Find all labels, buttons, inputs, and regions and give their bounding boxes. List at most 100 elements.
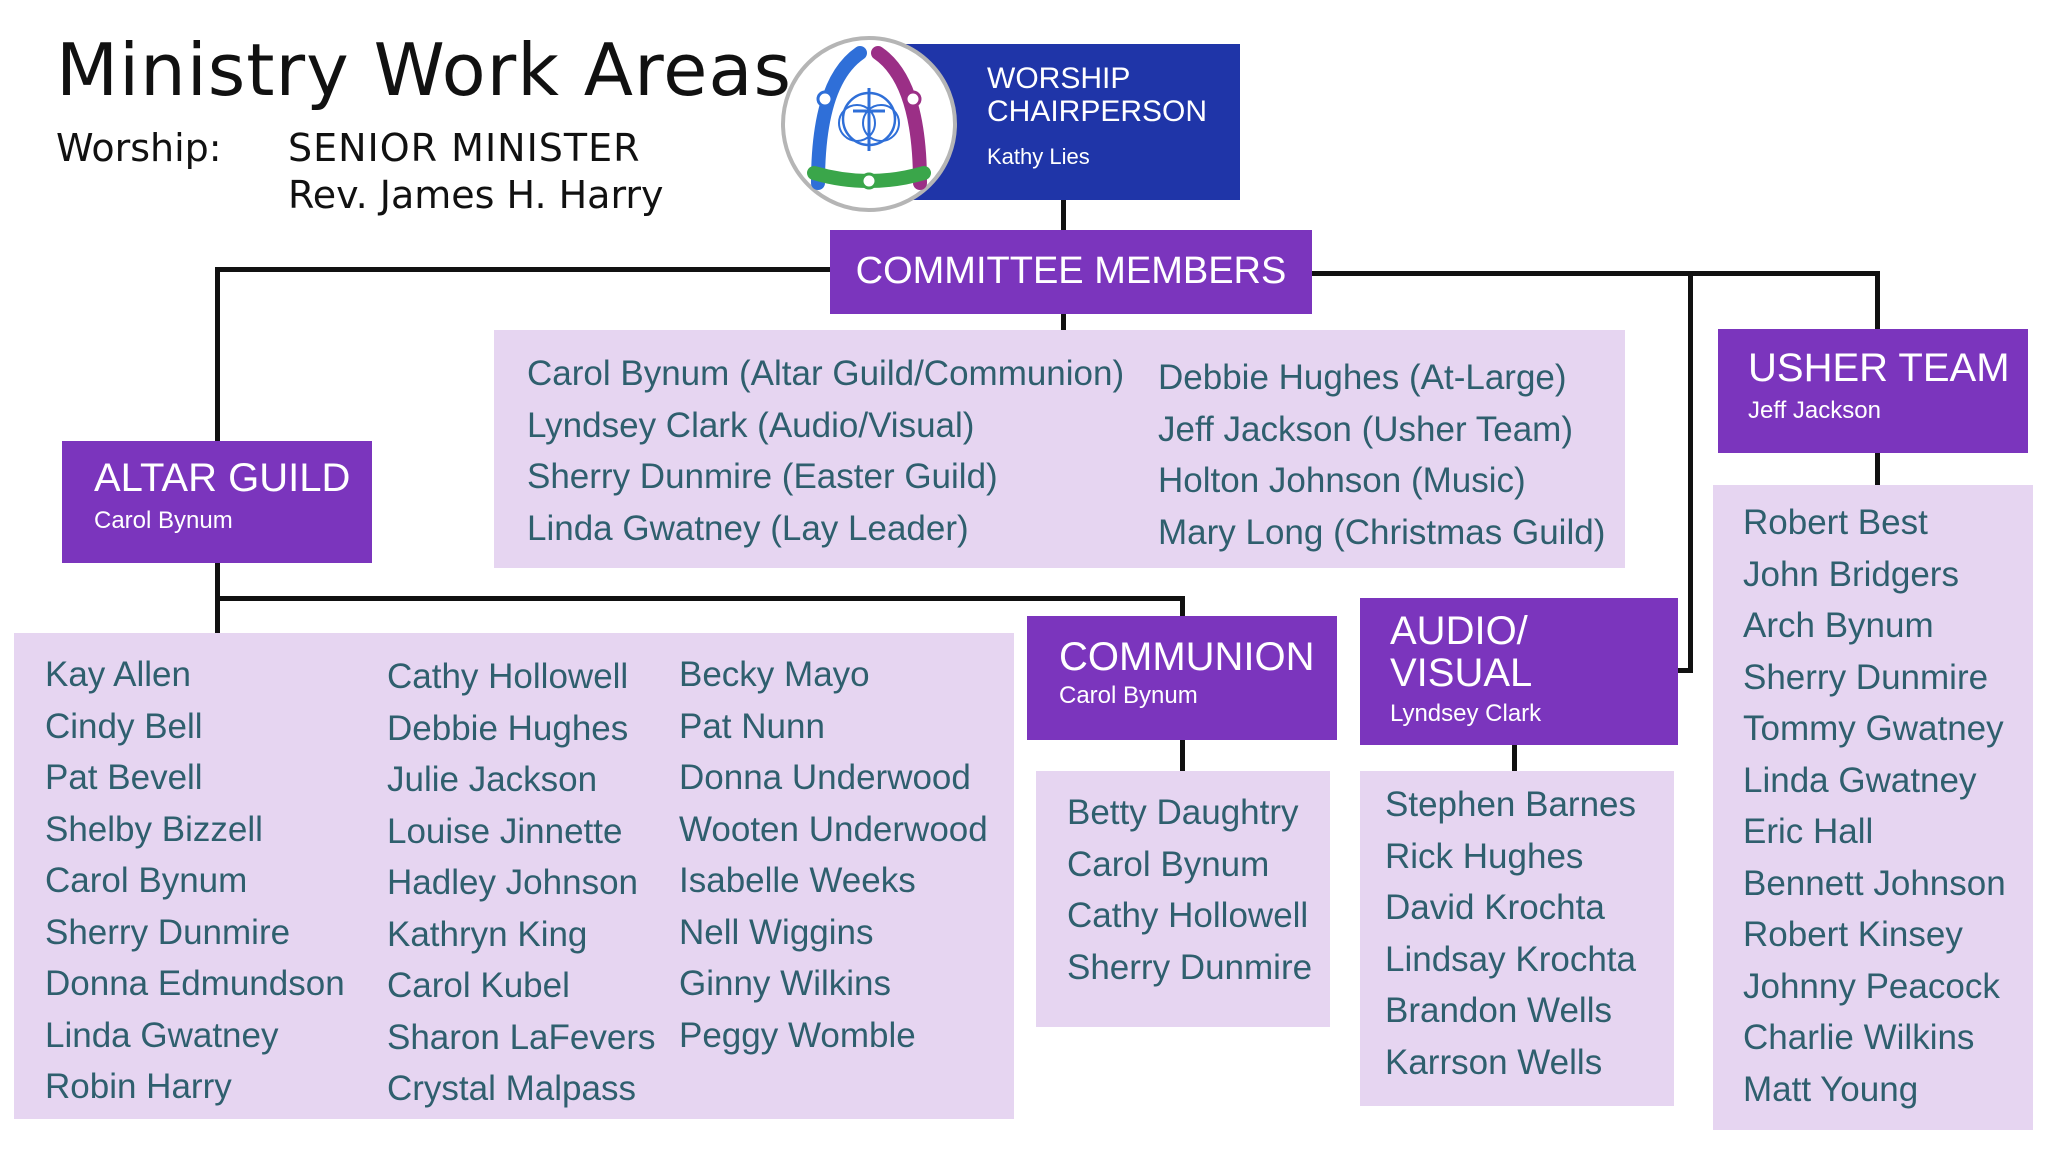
usher-team-column: Robert Best John Bridgers Arch Bynum She… [1743,497,2006,1115]
list-item: Lyndsey Clark (Audio/Visual) [527,405,975,445]
list-item: Cindy Bell [45,706,203,746]
list-item: Crystal Malpass [387,1069,636,1108]
list-item: Carol Bynum [1067,844,1270,884]
church-logo-icon [781,36,957,212]
list-item: Becky Mayo [679,655,870,694]
chair-title-line2: CHAIRPERSON [987,95,1208,128]
list-item: Lindsay Krochta [1385,939,1636,979]
list-item: Debbie Hughes (At-Large) [1158,358,1567,397]
list-item: Rick Hughes [1385,836,1584,876]
connector-altar-drop [215,267,220,441]
list-item: Tommy Gwatney [1743,709,2004,748]
audio-visual-title-line2: VISUAL [1390,651,1533,695]
list-item: Charlie Wilkins [1743,1018,1975,1057]
list-item: Linda Gwatney [45,1015,279,1055]
committee-members-box: COMMITTEE MEMBERS [830,230,1312,314]
connector-altar-communion [215,596,1185,601]
list-item: Mary Long (Christmas Guild) [1158,512,1606,552]
communion-leader: Carol Bynum [1059,682,1198,709]
list-item: John Bridgers [1743,554,1959,594]
list-item: Nell Wiggins [679,912,874,952]
list-item: Brandon Wells [1385,991,1612,1030]
altar-guild-list: Kay Allen Cindy Bell Pat Bevell Shelby B… [14,633,1014,1119]
list-item: Holton Johnson (Music) [1158,461,1526,500]
communion-list: Betty Daughtry Carol Bynum Cathy Hollowe… [1036,771,1330,1027]
list-item: Sherry Dunmire [45,912,291,952]
worship-chairperson-box: WORSHIP CHAIRPERSON Kathy Lies [905,44,1240,200]
minister-label: Worship: [56,126,222,170]
list-item: Bennett Johnson [1743,863,2006,903]
list-item: Wooten Underwood [679,809,988,849]
list-item: Jeff Jackson (Usher Team) [1158,409,1573,449]
connector-av-drop [1688,273,1693,673]
list-item: Linda Gwatney (Lay Leader) [527,508,969,548]
connector-usher-drop [1875,271,1880,333]
list-item: Shelby Bizzell [45,809,263,849]
list-item: Sharon LaFevers [387,1017,656,1057]
usher-team-list: Robert Best John Bridgers Arch Bynum She… [1713,485,2033,1130]
connector-usher-list [1875,453,1880,485]
altar-guild-column-1: Kay Allen Cindy Bell Pat Bevell Shelby B… [45,649,345,1113]
list-item: Sherry Dunmire [1067,947,1313,987]
list-item: Stephen Barnes [1385,785,1637,824]
audio-visual-box: AUDIO/ VISUAL Lyndsey Clark [1360,598,1678,745]
list-item: Debbie Hughes [387,708,629,748]
altar-guild-leader: Carol Bynum [94,507,233,534]
list-item: Hadley Johnson [387,863,638,902]
list-item: Karrson Wells [1385,1042,1603,1082]
list-item: Sherry Dunmire [1743,657,1989,697]
connector-chair-committee [1061,198,1066,230]
communion-box: COMMUNION Carol Bynum [1027,616,1337,740]
list-item: Donna Underwood [679,758,971,797]
audio-visual-list: Stephen Barnes Rick Hughes David Krochta… [1360,771,1674,1106]
list-item: Arch Bynum [1743,606,1934,645]
altar-guild-column-2: Cathy Hollowell Debbie Hughes Julie Jack… [387,651,655,1115]
altar-guild-column-3: Becky Mayo Pat Nunn Donna Underwood Woot… [679,649,988,1061]
list-item: Cathy Hollowell [1067,896,1309,935]
list-item: Peggy Womble [679,1015,916,1055]
list-item: Carol Kubel [387,966,570,1005]
page-title: Ministry Work Areas [56,28,793,112]
altar-guild-box: ALTAR GUILD Carol Bynum [62,441,372,563]
communion-column: Betty Daughtry Carol Bynum Cathy Hollowe… [1067,787,1312,993]
list-item: Kathryn King [387,914,588,954]
connector-communion-drop [1180,596,1185,616]
committee-right-column: Debbie Hughes (At-Large) Jeff Jackson (U… [1158,352,1605,558]
committee-list: Carol Bynum (Altar Guild/Communion) Lynd… [494,330,1625,568]
list-item: Carol Bynum [45,861,248,900]
audio-visual-column: Stephen Barnes Rick Hughes David Krochta… [1385,779,1636,1088]
chair-name: Kathy Lies [987,144,1090,169]
list-item: David Krochta [1385,888,1605,927]
chair-title-line1: WORSHIP [987,62,1131,95]
list-item: Cathy Hollowell [387,657,629,696]
list-item: Ginny Wilkins [679,964,891,1003]
list-item: Robert Kinsey [1743,915,1963,954]
list-item: Matt Young [1743,1069,1919,1109]
usher-team-box: USHER TEAM Jeff Jackson [1718,329,2028,453]
connector-committee-list [1061,312,1066,332]
list-item: Sherry Dunmire (Easter Guild) [527,457,998,496]
connector-communion-list [1180,738,1185,771]
list-item: Johnny Peacock [1743,966,2000,1006]
connector-top-right [1310,271,1880,276]
connector-av-stub [1673,668,1693,673]
altar-guild-title: ALTAR GUILD [94,456,351,500]
list-item: Julie Jackson [387,760,598,799]
audio-visual-title-line1: AUDIO/ [1390,609,1528,653]
committee-left-column: Carol Bynum (Altar Guild/Communion) Lynd… [527,348,1124,554]
list-item: Linda Gwatney [1743,760,1977,800]
list-item: Isabelle Weeks [679,861,916,900]
communion-title: COMMUNION [1059,635,1315,679]
list-item: Pat Nunn [679,706,825,746]
list-item: Betty Daughtry [1067,793,1299,832]
usher-team-title: USHER TEAM [1748,346,2010,390]
minister-name: Rev. James H. Harry [288,173,664,217]
list-item: Louise Jinnette [387,811,623,851]
audio-visual-leader: Lyndsey Clark [1390,700,1542,727]
list-item: Robin Harry [45,1067,232,1106]
list-item: Pat Bevell [45,758,203,797]
list-item: Donna Edmundson [45,964,345,1003]
list-item: Kay Allen [45,655,191,694]
list-item: Eric Hall [1743,812,1874,851]
committee-title: COMMITTEE MEMBERS [855,250,1287,292]
